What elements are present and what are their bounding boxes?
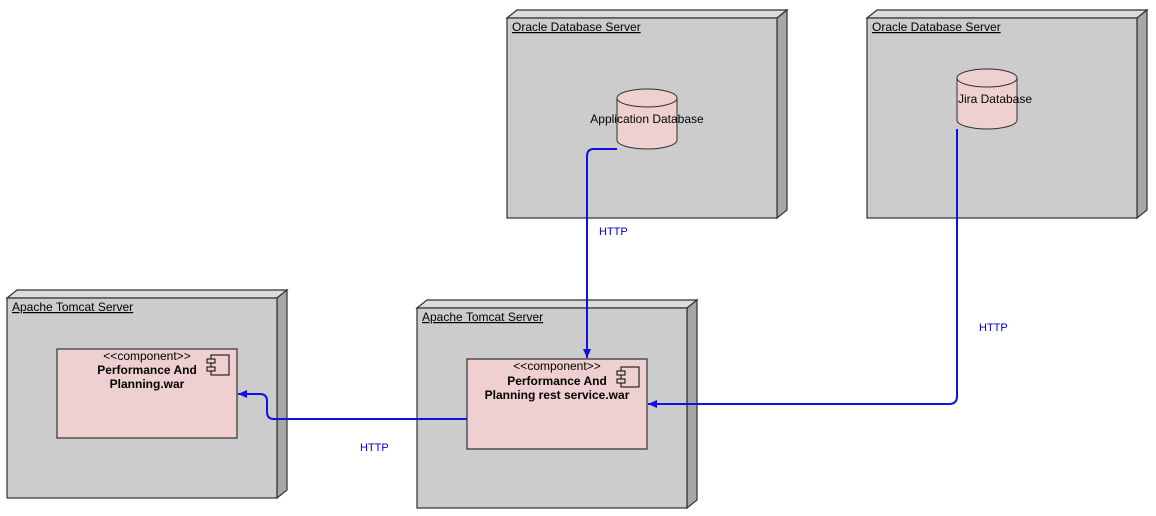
component-box — [56, 348, 238, 439]
connector-app-db-to-rest-service[interactable]: HTTP — [583, 148, 628, 358]
database-label: Jira Database — [958, 92, 1032, 106]
node-3d-side — [776, 8, 788, 220]
connector-jira-db-to-rest-service[interactable]: HTTP — [648, 129, 1008, 408]
component-stereotype: <<component>> — [103, 349, 190, 363]
component-name-line-2: Planning.war — [110, 377, 185, 391]
node-3d-top — [415, 299, 699, 309]
database-jira-database[interactable]: Jira Database — [956, 68, 1032, 130]
node-3d-top — [505, 9, 789, 19]
connector-label: HTTP — [599, 226, 628, 238]
component-stereotype: <<component>> — [513, 359, 600, 373]
component-performance-and-planning-war[interactable]: <<component>> Performance And Planning.w… — [56, 348, 238, 439]
component-icon — [206, 354, 230, 376]
component-icon — [616, 366, 640, 388]
database-label: Application Database — [590, 112, 704, 126]
component-name-line-1: Performance And — [97, 363, 197, 377]
database-cylinder-icon — [616, 88, 678, 150]
node-3d-top — [865, 9, 1149, 19]
node-title: Apache Tomcat Server — [12, 300, 133, 314]
database-application-database[interactable]: Application Database — [590, 88, 704, 150]
component-name-line-2: Planning rest service.war — [485, 388, 630, 402]
connector-line — [648, 129, 958, 408]
connector-line — [238, 390, 467, 420]
component-name-line-1: Performance And — [507, 374, 607, 388]
connector-label: HTTP — [979, 322, 1008, 334]
database-cylinder-rim — [616, 97, 678, 108]
node-3d-side — [276, 288, 288, 500]
connector-label: HTTP — [360, 442, 389, 454]
database-cylinder-icon — [956, 68, 1018, 130]
connector-line — [583, 148, 617, 358]
database-cylinder-rim — [956, 77, 1018, 88]
connector-rest-service-to-planning-war[interactable]: HTTP — [238, 390, 467, 454]
node-title: Oracle Database Server — [512, 20, 641, 34]
node-title: Oracle Database Server — [872, 20, 1001, 34]
node-3d-side — [1136, 8, 1148, 220]
node-title: Apache Tomcat Server — [422, 310, 543, 324]
node-3d-top — [5, 289, 289, 299]
component-performance-and-planning-rest-service-war[interactable]: <<component>> Performance And Planning r… — [466, 358, 648, 450]
